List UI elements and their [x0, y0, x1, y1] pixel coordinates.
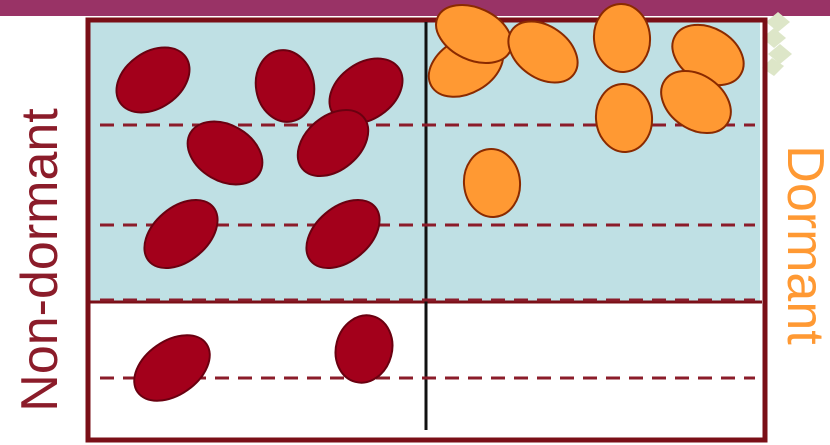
top-band — [0, 0, 830, 16]
non-dormant-label: Non-dormant — [14, 108, 66, 411]
non-dormant-seed — [122, 322, 222, 414]
dormant-label: Dormant — [779, 145, 830, 344]
